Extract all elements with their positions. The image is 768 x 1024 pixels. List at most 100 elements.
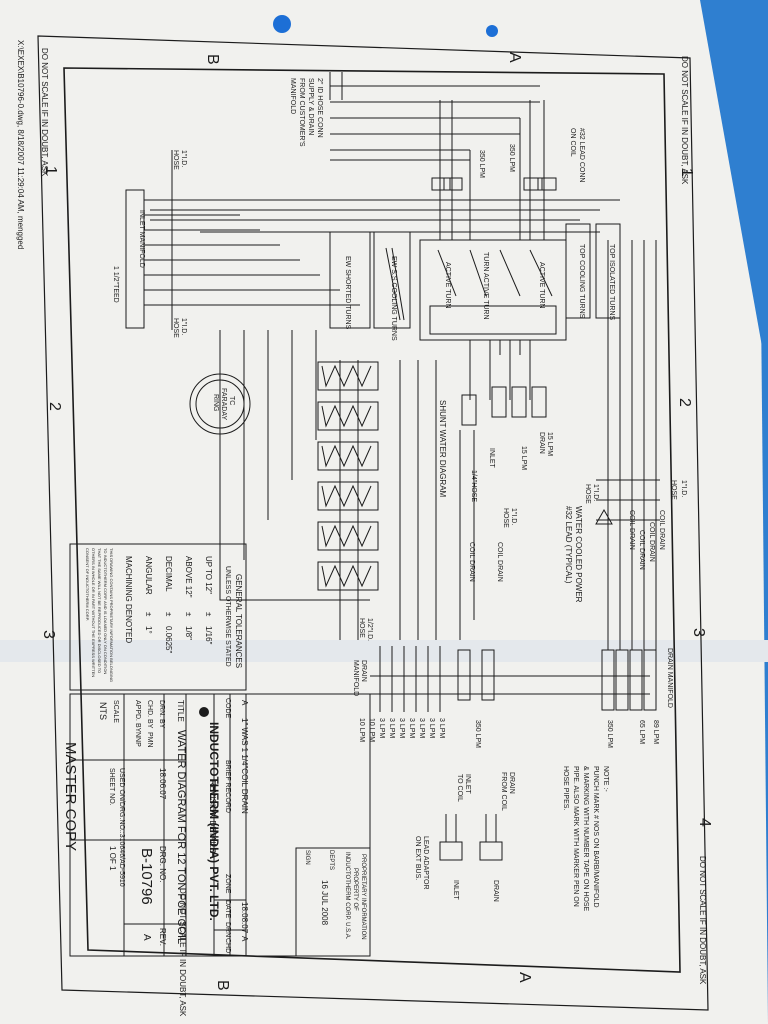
coil-drain-list-2: COIL DRAIN [648, 522, 655, 562]
pin-mark-top [273, 15, 291, 33]
fineprint-2: TO INDUCTOTHERM CORP. AND IS LOANED ONLY… [103, 548, 108, 674]
active-turn-1: ACTIVE TURN [444, 262, 451, 309]
drg-no-label: DRG. NO. [158, 846, 167, 882]
shunt-coil [317, 521, 379, 551]
tol-row-3-val: 0.0625" [164, 626, 173, 653]
water-cooled-2: #32 LEAD (TYPICAL) [564, 506, 573, 584]
shunt-coil-winding [321, 524, 372, 548]
company-name: INDUCTOTHERM (INDIA) PVT. LTD. [207, 722, 221, 921]
rev-value: A [141, 934, 152, 941]
revision-details: REVISION DETAILS [208, 780, 217, 853]
scale-label: SCALE [112, 700, 119, 723]
hose-half-2: HOSE [358, 618, 365, 638]
lead-conn-label-1: #32 LEAD CONN [578, 128, 585, 182]
rev-row-date: 18.08.07 [240, 902, 249, 934]
active-turn-3: ACTIVE TURN [538, 262, 545, 309]
corner-background [700, 0, 768, 380]
coil-drain-b: COIL DRAIN [496, 542, 503, 582]
rev-col-code: CODE [224, 698, 231, 719]
schematic-lines [125, 72, 660, 861]
faraday-label-2: FARADAY [220, 388, 227, 420]
stamp-date: 16 JUL 2008 [320, 880, 329, 926]
drain-from-coil-2: FROM COIL [500, 772, 507, 811]
hose-left-bot-2: HOSE [172, 318, 179, 338]
lpm-1: 3 LPM [438, 718, 445, 738]
drain-flow-1: 89 LPM [652, 720, 659, 744]
hose-right-2: HOSE [584, 484, 591, 504]
tol-row-1-val: 1/16" [204, 626, 213, 645]
shunt-label: SHUNT WATER DIAGRAM [438, 400, 447, 498]
chd-by-value: PMN [146, 732, 153, 748]
faraday-label-1: TC [228, 396, 235, 405]
zone-3-left: 3 [40, 630, 57, 639]
scale-value: NTS [98, 702, 108, 720]
tol-pm-1: ± [204, 612, 213, 617]
drain-manifold-label: DRAIN MANIFOLD [666, 648, 673, 708]
do-not-scale-right-bottom: DO NOT SCALE IF IN DOUBT, ASK [698, 856, 707, 985]
coil-drain-list-4: COIL DRAIN [628, 510, 635, 550]
fineprint-5: CONSENT OF INDUCTOTHERM CORP. [85, 548, 90, 621]
zone-1-right: 1 [678, 168, 695, 177]
inlet-word: INLET [452, 880, 459, 901]
zone-a-bottom: A [516, 972, 533, 983]
appd-by-label: APPD. BY [134, 700, 141, 733]
zone-b-bottom: B [214, 980, 231, 991]
drain-from-coil-1: DRAIN [508, 772, 515, 794]
inlet-mid-label: INLET [488, 448, 495, 469]
water-cooled-1: WATER COOLED POWER [574, 506, 583, 603]
tolerances-subtitle: UNLESS OTHERWISE STATED [224, 566, 231, 667]
shunt-coil [317, 561, 379, 591]
shunt-coil-winding [321, 444, 372, 468]
drain-15-2: DRAIN [538, 432, 545, 454]
rev-col-zone: ZONE [224, 874, 231, 894]
ew-shorted-label: EW SHORTED TURNS [344, 256, 351, 330]
drain-word: DRAIN [492, 880, 499, 902]
hose-right-1: 1"I.D. [592, 484, 599, 501]
rev-col-date: DATE [224, 900, 231, 918]
do-not-scale-right-top: DO NOT SCALE IF IN DOUBT, ASK [680, 56, 689, 185]
hose-supply-label-4: MANIFOLD [289, 78, 296, 114]
note-line-1: NOTE :- [602, 766, 609, 792]
proprietary-1: PROPRIETARY INFORMATION [360, 854, 366, 940]
coil-drain-a: COIL DRAIN [468, 542, 475, 582]
coil-drain-list-3: COIL DRAIN [638, 530, 645, 570]
lead-conn-label-2: ON COIL [569, 128, 576, 157]
fineprint-4: OTHERS IN WHOLE OR IN PART WITHOUT THE E… [91, 548, 96, 677]
do-not-scale-top: DO NOT SCALE IF IN DOUBT, ASK [40, 48, 49, 177]
sign-label: SIGN [304, 850, 310, 865]
hose-1id-top-2: HOSE [670, 480, 677, 500]
flow-350-b: 350 LPM [478, 150, 485, 178]
shunt-coil [317, 361, 379, 391]
file-stamp: X:\EXEX\B10796-0.dwg, 8/18/2007 11:29:04… [16, 40, 25, 249]
shunt-coil-winding [321, 564, 372, 588]
shunt-coil-winding [321, 404, 372, 428]
rev-col-chd: CHD [224, 938, 231, 953]
hose-supply-label-1: 2" ID HOSE CONN [316, 78, 323, 138]
general-tolerances-block: GENERAL TOLERANCES UNLESS OTHERWISE STAT… [69, 543, 247, 691]
zone-a-top: A [506, 52, 523, 63]
drain-flow-4: 350 LPM [474, 720, 481, 748]
proprietary-2: PROPERTY OF [352, 868, 358, 911]
proprietary-3: INDUCTOTHERM CORP. U.S.A. [344, 852, 350, 940]
shunt-coil-winding [321, 484, 372, 508]
top-isolated-label: TOP ISOLATED TURNS [608, 244, 615, 320]
sheet-value: 1 OF 1 [108, 846, 117, 871]
fineprint-3: THAT THE SAME WILL NOT BE REPRODUCED OR … [97, 548, 102, 673]
drain-15-1: 15 LPM [546, 432, 553, 456]
lpm-15: 15 LPM [520, 446, 527, 470]
tol-pm-3: ± [164, 612, 173, 617]
shunt-coil [317, 481, 379, 511]
hose-left-top-2: HOSE [172, 150, 179, 170]
drawing-title: WATER DIAGRAM FOR 12 TON FCE COIL [175, 730, 187, 944]
lpm-6: 3 LPM [388, 718, 395, 738]
revision-table: A 1" WAS 1 1/4"COIL DRAIN 18.08.07 A COD… [208, 698, 249, 953]
rev-label: REV. [158, 928, 167, 946]
fineprint-1: THIS DRAWING CONTAINS PROPRIETARY INFORM… [109, 548, 114, 682]
hose-1id-top-1: 1"I.D. [680, 480, 687, 497]
hose-1id-2: HOSE [502, 508, 509, 528]
drain-flow-2: 65 LPM [638, 720, 645, 744]
zone-3-right: 3 [690, 628, 707, 637]
lead-adaptor-1: LEAD ADAPTOR [422, 836, 429, 890]
tol-pm-2: ± [184, 612, 193, 617]
